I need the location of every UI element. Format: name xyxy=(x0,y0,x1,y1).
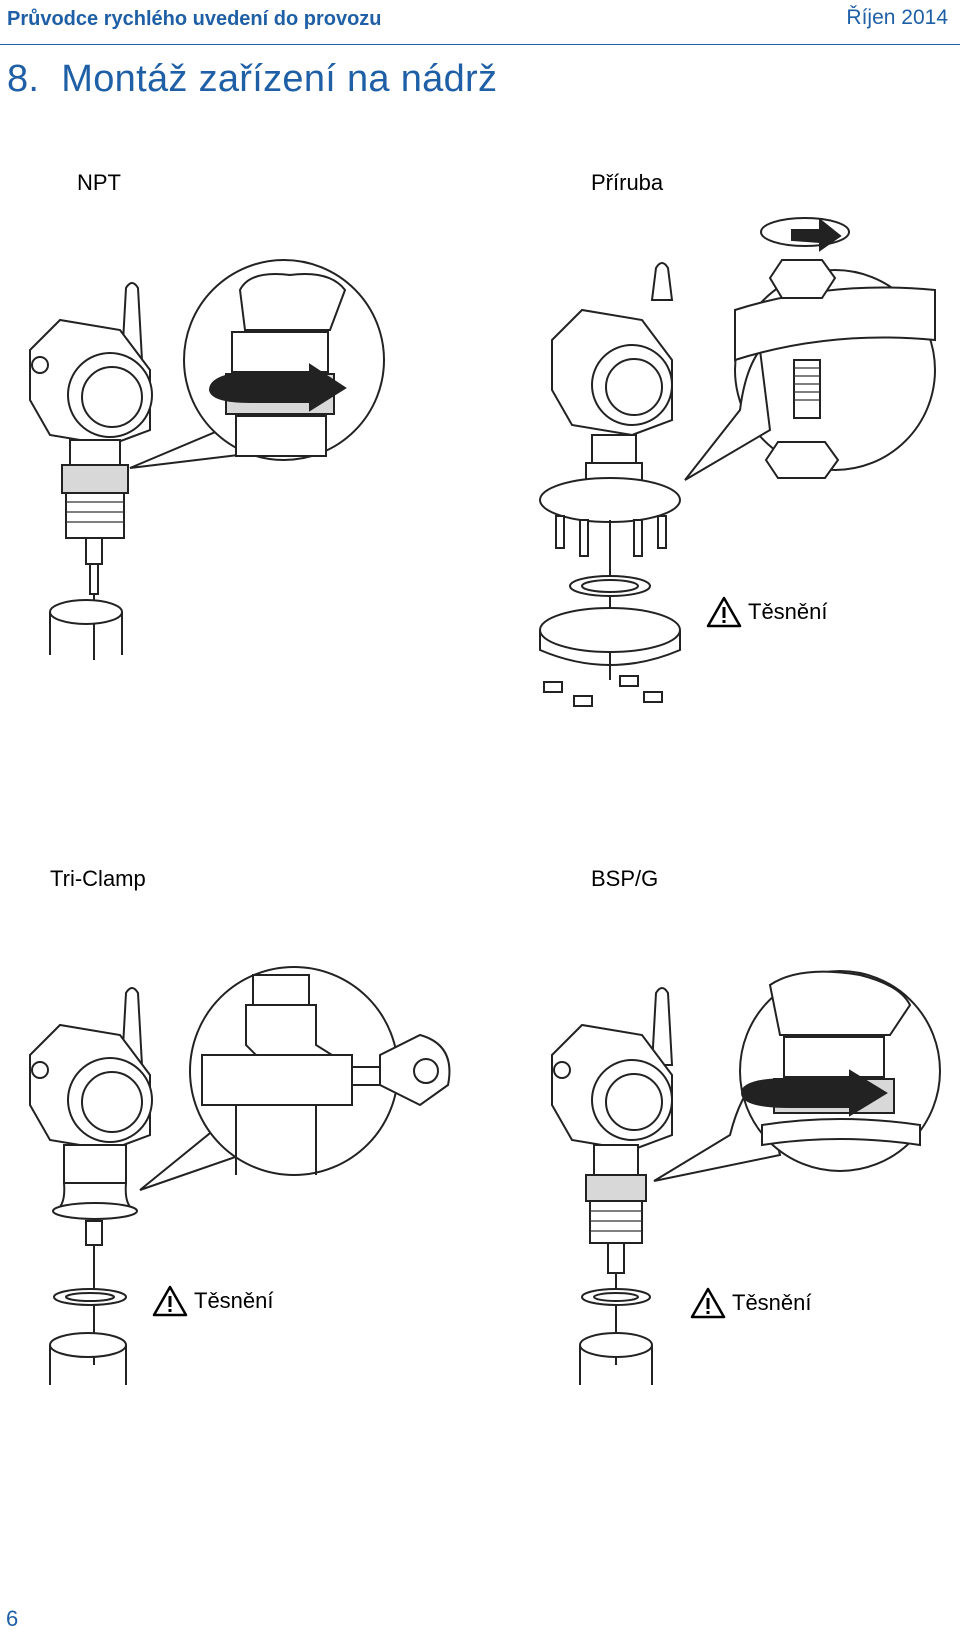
section-title: Montáž zařízení na nádrž xyxy=(61,58,498,100)
header-divider xyxy=(0,44,960,45)
npt-illustration xyxy=(29,259,385,660)
triclamp-illustration xyxy=(29,966,451,1385)
bspg-label: BSP/G xyxy=(591,866,659,891)
document-date: Říjen 2014 xyxy=(846,6,948,29)
triclamp-seal-warning: Těsnění xyxy=(152,1285,274,1317)
triclamp-seal-label: Těsnění xyxy=(194,1288,274,1313)
rotate-arrow-icon xyxy=(740,1069,888,1117)
rotate-arrow-icon xyxy=(791,217,842,252)
section-heading: 8. Montáž zařízení na nádrž xyxy=(7,58,497,101)
triclamp-label: Tri-Clamp xyxy=(50,866,146,891)
guide-title: Průvodce rychlého uvedení do provozu xyxy=(7,8,382,30)
bspg-seal-warning: Těsnění xyxy=(690,1287,812,1319)
npt-label: NPT xyxy=(77,170,121,195)
bspg-seal-label: Těsnění xyxy=(732,1290,812,1315)
warning-triangle-icon xyxy=(152,1285,188,1317)
flange-seal-label: Těsnění xyxy=(748,599,828,624)
flange-seal-warning: Těsnění xyxy=(706,596,828,628)
flange-illustration xyxy=(539,217,936,707)
flange-label: Příruba xyxy=(591,170,664,195)
rotate-arrow-icon xyxy=(208,363,347,412)
section-number: 8. xyxy=(7,58,40,100)
bspg-illustration xyxy=(551,970,941,1385)
warning-triangle-icon xyxy=(706,596,742,628)
warning-triangle-icon xyxy=(690,1287,726,1319)
page-number: 6 xyxy=(6,1606,19,1631)
